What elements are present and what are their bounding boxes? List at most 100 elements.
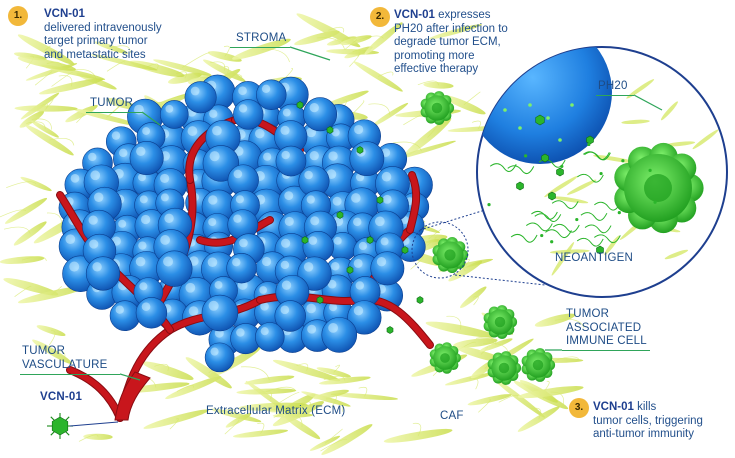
step-2-line-2: degrade tumor ECM, <box>394 36 501 49</box>
tumor-cell-highlight <box>282 108 291 117</box>
tumor-cell-highlight <box>135 256 146 267</box>
stroma-strand <box>455 25 466 33</box>
immune-cell <box>487 351 522 385</box>
neoantigen-particle <box>599 171 603 176</box>
tumor-cell-highlight <box>260 327 269 336</box>
ph20-enzyme <box>528 103 532 107</box>
degraded-ecm-fragment <box>507 165 535 175</box>
tumor-cell-highlight <box>138 241 147 250</box>
tumor-cell-highlight <box>284 216 294 226</box>
step-1-line-1: delivered intravenously <box>44 21 162 34</box>
tumor-cell-highlight <box>238 104 248 113</box>
vcn01-particle <box>356 146 364 154</box>
neoantigen-label: NEOANTIGEN <box>555 252 634 264</box>
degraded-ecm-fragment <box>510 233 538 243</box>
tumor-cell-highlight <box>307 324 317 334</box>
stroma-strand <box>51 71 74 87</box>
stroma-strand <box>471 120 481 130</box>
tumor-cell <box>370 251 405 286</box>
immune-cells <box>420 91 556 385</box>
stroma-strand <box>341 37 347 43</box>
immune-cell-nucleus <box>444 249 456 261</box>
ph20-enzyme <box>518 126 522 130</box>
stroma-strand <box>6 181 37 189</box>
main-vessel-trunk <box>114 371 151 421</box>
tumor-cell <box>129 141 164 176</box>
stroma-strand <box>106 102 123 118</box>
zoom-virion <box>556 167 564 177</box>
tumor-cell-highlight <box>260 302 269 311</box>
stroma-strand <box>176 384 194 392</box>
neoantigen-particle <box>621 159 625 163</box>
stroma-strand <box>296 363 309 371</box>
stroma-strand <box>106 61 125 72</box>
tumor-cell <box>303 97 338 132</box>
stroma-strand <box>378 71 394 77</box>
step-3-title: VCN-01 <box>593 401 634 413</box>
tumor-connector <box>141 111 161 126</box>
step-2-line-4: effective therapy <box>394 63 479 76</box>
tumor-cell <box>204 342 235 373</box>
vcn01-particle <box>386 326 394 334</box>
zoom-ecm-fiber <box>660 101 678 121</box>
tumor-cell-highlight <box>210 347 219 356</box>
tumor-cell-highlight <box>255 128 265 139</box>
tumor-cell-highlight <box>309 102 319 113</box>
immune-cell <box>432 236 469 274</box>
tumor-cell-highlight <box>236 328 245 337</box>
tumor-cell-highlight <box>136 146 146 157</box>
tumor-cell-highlight <box>358 241 368 251</box>
tumor-cell-highlight <box>284 191 294 201</box>
vcn01-particle <box>336 211 344 219</box>
stroma-strand <box>220 408 237 416</box>
blood-vessel <box>407 172 420 233</box>
stroma-strand <box>3 226 31 234</box>
zoom-connector-line <box>454 274 546 286</box>
tumor-cell-highlight <box>142 127 151 135</box>
stroma-strand <box>328 26 345 33</box>
vcn01-particle <box>326 126 334 134</box>
stroma-strand <box>154 363 169 371</box>
stroma-strand <box>34 71 53 86</box>
immune-cell <box>420 91 455 125</box>
tumor-vasculature-label-line-1: TUMOR <box>22 345 66 357</box>
tumor-cell-highlight <box>88 152 97 162</box>
stroma-strand <box>21 256 47 262</box>
stroma-strand <box>14 285 32 297</box>
tumor-cell-highlight <box>233 214 242 223</box>
zoom-virion <box>548 191 556 201</box>
step-3-text: VCN-01 kills tumor cells, triggering ant… <box>593 401 703 442</box>
zoom-ecm-fiber <box>604 235 620 256</box>
immune-cell <box>483 305 518 339</box>
tumor-vasculature-label: TUMOR VASCULATURE <box>22 345 108 372</box>
stroma-strand <box>58 75 73 87</box>
tumor-cell <box>85 256 121 291</box>
ph20-enzyme <box>546 116 550 120</box>
tumor-mass-front <box>82 79 410 353</box>
ph20-label-underline <box>596 95 634 97</box>
degraded-ecm-fragment <box>580 212 608 221</box>
tumor-cell <box>233 99 264 130</box>
tumor-cell-highlight <box>138 173 146 182</box>
tumor-cell-highlight <box>141 302 151 311</box>
neoantigen-particle <box>617 211 621 215</box>
tumor-cell-highlight <box>329 303 338 312</box>
stroma-fiber <box>14 105 78 112</box>
tumor-cell-highlight <box>238 86 247 96</box>
stroma-strand <box>333 364 340 373</box>
stroma-strand <box>111 45 131 53</box>
tumor-cell-highlight <box>212 125 222 136</box>
ph20-enzyme <box>503 108 507 112</box>
tumor-cell-highlight <box>70 173 80 183</box>
stroma-fiber <box>383 428 453 443</box>
stroma-strand <box>210 61 226 71</box>
degraded-ecm-fragment <box>489 163 517 172</box>
step-3-title-suffix: kills <box>633 401 657 413</box>
neoantigen-particle <box>587 142 591 147</box>
step-1-text: VCN-01 delivered intravenously target pr… <box>44 8 162 62</box>
ph20-connector <box>633 94 663 111</box>
stroma-strand <box>463 91 481 105</box>
stroma-strand <box>52 350 66 361</box>
stroma-strand <box>331 393 337 407</box>
tumor-cell-highlight <box>94 192 104 202</box>
